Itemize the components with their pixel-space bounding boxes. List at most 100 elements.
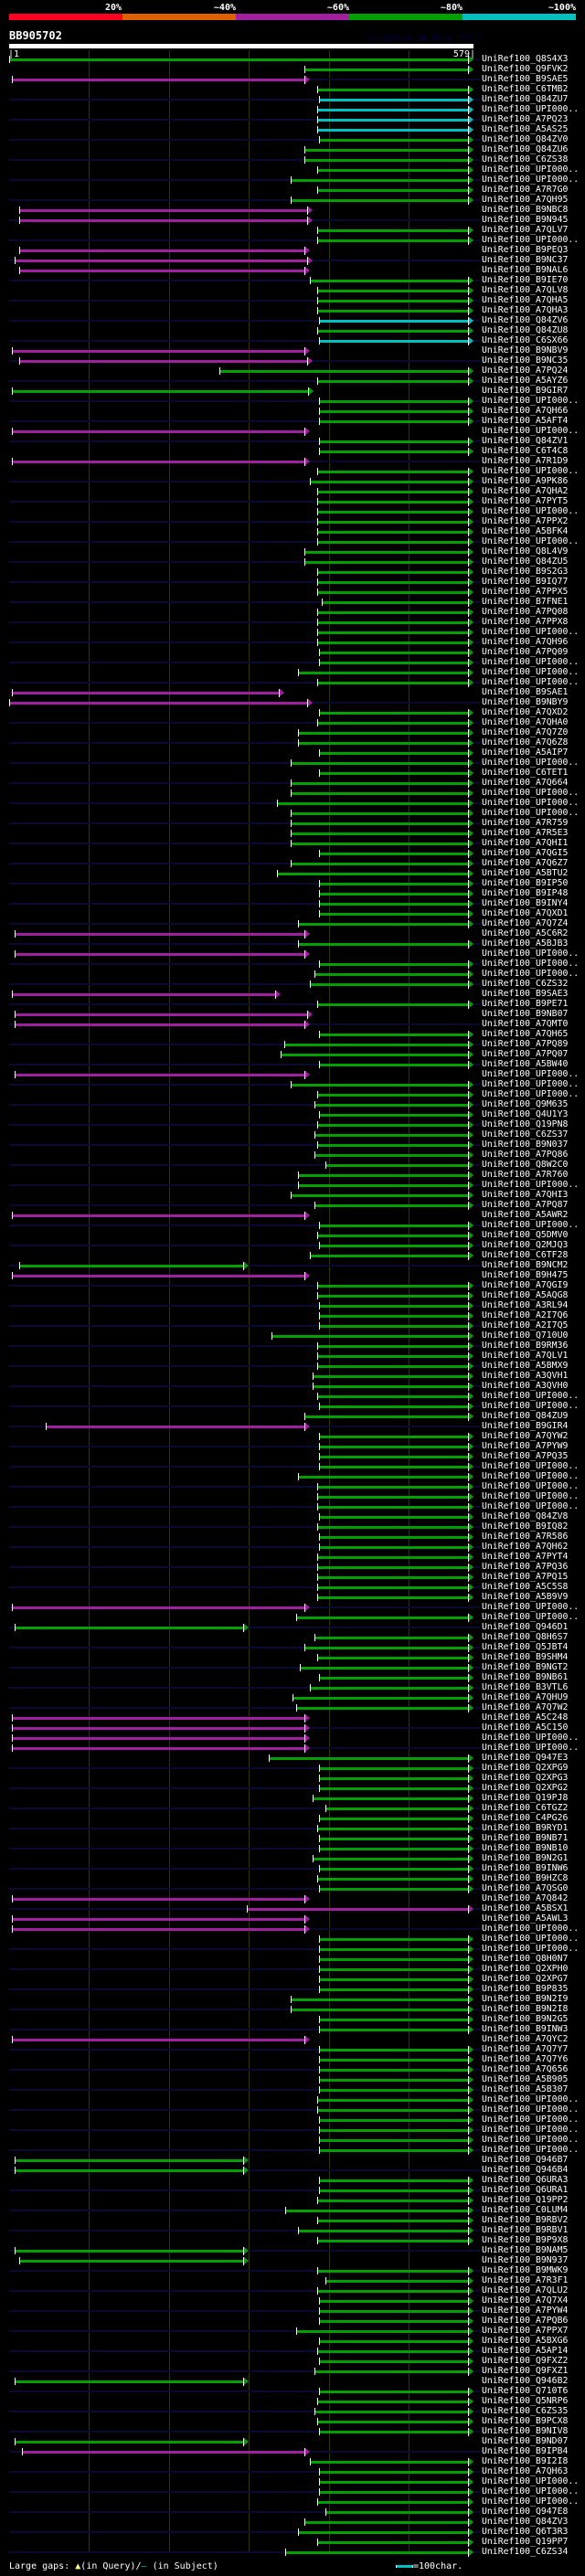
hit-label: UniRef100_Q9M635	[482, 1099, 569, 1109]
hit-label: UniRef100_A5AWL3	[482, 1913, 569, 1924]
hit-label: UniRef100_UPI000..	[482, 426, 580, 436]
row-stripe	[9, 1707, 480, 1709]
hit-end-arrow-edge	[304, 1924, 306, 1934]
hit-end-arrow-edge	[468, 1532, 469, 1542]
hit-start-tick	[316, 538, 318, 546]
hit-bar	[316, 500, 468, 504]
hit-end-arrow-icon	[469, 528, 473, 535]
row-stripe	[9, 682, 480, 684]
hit-start-tick	[291, 759, 292, 767]
hit-label: UniRef100_A5BJB3	[482, 938, 569, 949]
hit-end-arrow-icon	[469, 850, 473, 857]
hit-bar	[316, 239, 468, 242]
hit-end-arrow-edge	[468, 1352, 469, 1361]
hit-end-arrow-edge	[468, 1161, 469, 1170]
hit-end-arrow-edge	[468, 65, 469, 74]
hit-start-tick	[11, 689, 13, 696]
hit-end-arrow-icon	[469, 1815, 473, 1822]
hit-end-arrow-icon	[305, 1895, 311, 1903]
hit-bar	[318, 711, 468, 715]
hit-label: UniRef100_A7R5E3	[482, 828, 569, 838]
hit-end-arrow-icon	[469, 790, 473, 797]
hit-label: UniRef100_A7PYT5	[482, 496, 569, 506]
hit-label: UniRef100_B9RBV2	[482, 2215, 569, 2225]
hit-end-arrow-icon	[469, 488, 473, 495]
gaps-label: Large gaps:	[9, 2561, 70, 2571]
row-stripe	[9, 239, 480, 241]
hit-bar	[304, 560, 468, 564]
hit-end-arrow-edge	[468, 1754, 469, 1763]
hit-end-arrow-icon	[469, 1403, 473, 1410]
hit-end-arrow-edge	[468, 1040, 469, 1049]
hit-end-arrow-icon	[469, 277, 473, 284]
hit-end-arrow-edge	[307, 387, 309, 396]
hit-bar	[318, 2068, 468, 2072]
hit-bar	[316, 2098, 468, 2102]
hit-start-tick	[11, 1272, 13, 1279]
hit-end-arrow-edge	[468, 2085, 469, 2094]
hit-label: UniRef100_UPI000..	[482, 164, 580, 175]
hit-bar	[316, 118, 468, 122]
hit-start-tick	[318, 1674, 320, 1681]
hit-end-arrow-edge	[468, 336, 469, 345]
hit-bar	[310, 982, 468, 986]
scale-label-60: ~60%	[326, 3, 349, 13]
row-stripe	[9, 1667, 480, 1669]
hit-start-tick	[318, 1543, 320, 1551]
hit-start-tick	[318, 1533, 320, 1541]
hit-start-tick	[11, 1734, 13, 1742]
hit-end-arrow-icon	[305, 247, 311, 254]
hit-bar	[318, 962, 468, 966]
hit-end-arrow-edge	[468, 1311, 469, 1320]
hit-end-arrow-icon	[469, 2508, 473, 2516]
hit-bar	[316, 1595, 468, 1599]
hit-end-arrow-icon	[244, 2167, 250, 2174]
hit-bar	[316, 2219, 468, 2222]
hit-end-arrow-edge	[468, 417, 469, 426]
row-stripe	[9, 1486, 480, 1488]
hit-bar	[295, 1706, 468, 1710]
hit-end-arrow-edge	[468, 970, 469, 979]
hit-end-arrow-icon	[469, 981, 473, 988]
hit-end-arrow-icon	[469, 1222, 473, 1229]
hit-end-arrow-edge	[468, 2266, 469, 2275]
row-stripe	[9, 2129, 480, 2131]
hit-label: UniRef100_B9MWK9	[482, 2265, 569, 2275]
hit-end-arrow-icon	[469, 1091, 473, 1098]
grid-line	[409, 50, 410, 2552]
hit-label: UniRef100_Q6URA3	[482, 2175, 569, 2185]
hit-bar	[21, 2450, 305, 2454]
hit-end-arrow-edge	[468, 1874, 469, 1883]
hit-end-arrow-icon	[469, 1061, 473, 1068]
hit-label: UniRef100_Q946D1	[482, 1622, 569, 1632]
hit-end-arrow-edge	[468, 1060, 469, 1069]
hit-end-arrow-edge	[468, 718, 469, 727]
hit-start-tick	[318, 900, 320, 907]
hit-start-tick	[324, 2277, 326, 2284]
hit-end-arrow-icon	[469, 2518, 473, 2526]
hit-end-arrow-edge	[468, 95, 469, 104]
hit-bar	[291, 1193, 468, 1197]
hit-bar	[19, 269, 305, 272]
hit-start-tick	[295, 1704, 297, 1712]
hit-end-arrow-edge	[468, 2327, 469, 2336]
hit-end-arrow-edge	[468, 1372, 469, 1381]
hit-end-arrow-icon	[469, 860, 473, 867]
hit-start-tick	[312, 1373, 314, 1380]
row-stripe	[9, 1003, 480, 1005]
hit-start-tick	[318, 2307, 320, 2315]
row-stripe	[9, 802, 480, 804]
hit-end-arrow-edge	[468, 2115, 469, 2125]
hit-bar	[318, 2480, 468, 2484]
hit-bar	[314, 1103, 468, 1107]
hit-label: UniRef100_Q19PP7	[482, 2537, 569, 2547]
row-stripe	[9, 159, 480, 161]
hit-label: UniRef100_B9NB71	[482, 1833, 569, 1843]
hit-bar	[15, 1073, 305, 1076]
hit-start-tick	[318, 1433, 320, 1440]
hit-end-arrow-edge	[468, 1392, 469, 1401]
hit-end-arrow-icon	[469, 548, 473, 556]
hit-end-arrow-icon	[469, 1393, 473, 1400]
hit-label: UniRef100_A7PPX7	[482, 2326, 569, 2336]
hit-end-arrow-edge	[468, 2387, 469, 2396]
